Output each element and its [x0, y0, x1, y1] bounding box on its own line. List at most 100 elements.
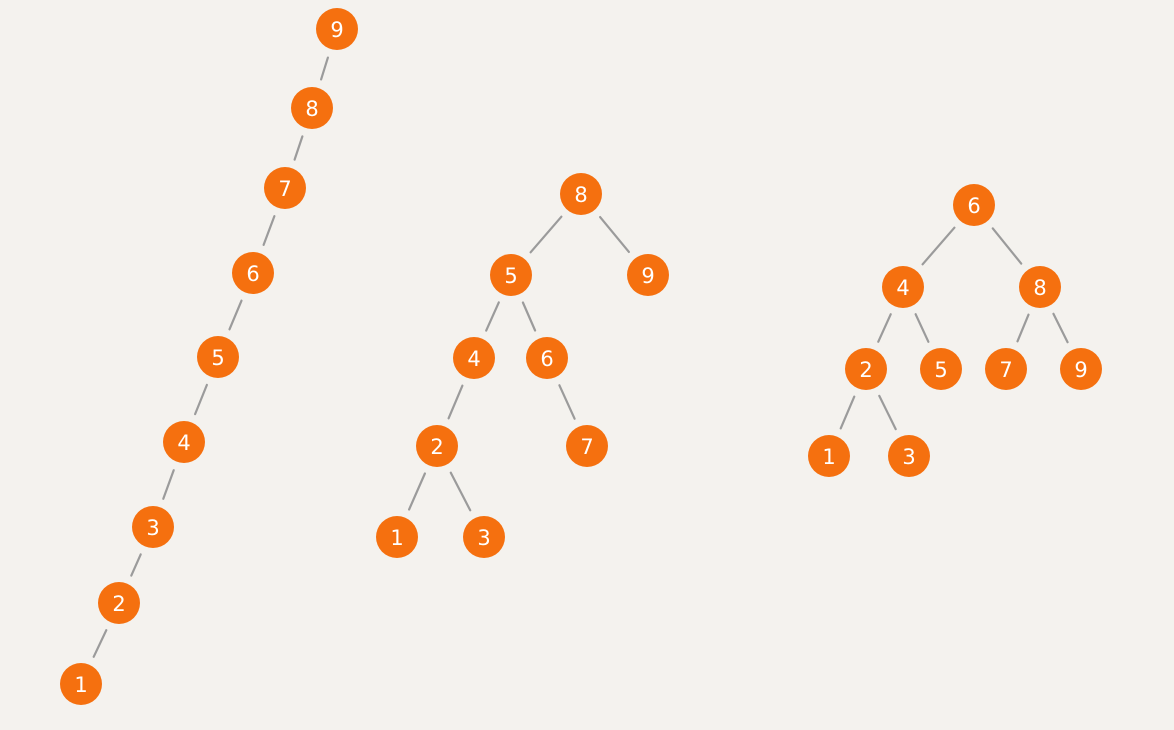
- node-label: 3: [477, 526, 490, 550]
- node-label: 9: [330, 18, 343, 42]
- node-circle: [566, 425, 608, 467]
- tree-node-7: 7: [264, 167, 306, 209]
- edge-4-2: [877, 313, 892, 343]
- edge-8-7: [293, 135, 304, 161]
- tree-node-3: 3: [132, 506, 174, 548]
- node-circle: [264, 167, 306, 209]
- tree-node-3: 3: [888, 435, 930, 477]
- node-circle: [845, 348, 887, 390]
- tree-node-5: 5: [920, 348, 962, 390]
- node-label: 3: [146, 516, 159, 540]
- tree-node-2: 2: [845, 348, 887, 390]
- edges-layer: [92, 56, 1069, 658]
- tree-node-6: 6: [232, 252, 274, 294]
- edge-4-2: [447, 384, 464, 420]
- tree-node-5: 5: [197, 336, 239, 378]
- edge-6-8: [991, 227, 1023, 265]
- node-circle: [808, 435, 850, 477]
- tree-node-7: 7: [566, 425, 608, 467]
- tree-node-4: 4: [882, 266, 924, 308]
- tree-node-3: 3: [463, 516, 505, 558]
- node-label: 2: [859, 358, 872, 382]
- node-circle: [888, 435, 930, 477]
- node-circle: [132, 506, 174, 548]
- node-circle: [453, 337, 495, 379]
- node-circle: [376, 516, 418, 558]
- edge-4-5: [914, 313, 930, 343]
- edge-6-5: [228, 299, 243, 331]
- edge-8-9: [1052, 312, 1069, 344]
- node-circle: [490, 254, 532, 296]
- node-circle: [1019, 266, 1061, 308]
- node-label: 9: [641, 264, 654, 288]
- tree-node-9: 9: [1060, 348, 1102, 390]
- node-label: 5: [934, 358, 947, 382]
- node-label: 1: [74, 673, 87, 697]
- node-label: 7: [999, 358, 1012, 382]
- edge-6-7: [558, 384, 576, 420]
- node-circle: [163, 421, 205, 463]
- node-label: 6: [246, 262, 259, 286]
- tree-node-8: 8: [291, 87, 333, 129]
- edge-4-3: [162, 469, 175, 500]
- node-circle: [60, 663, 102, 705]
- tree-node-6: 6: [526, 337, 568, 379]
- edge-6-4: [921, 226, 956, 266]
- node-circle: [526, 337, 568, 379]
- node-label: 7: [580, 435, 593, 459]
- node-label: 2: [430, 435, 443, 459]
- edge-5-4: [485, 301, 500, 332]
- edge-2-1: [408, 472, 426, 511]
- edge-2-1: [92, 629, 108, 658]
- node-circle: [920, 348, 962, 390]
- tree-node-9: 9: [627, 254, 669, 296]
- tree-node-1: 1: [60, 663, 102, 705]
- tree-node-4: 4: [453, 337, 495, 379]
- node-circle: [560, 173, 602, 215]
- tree-node-7: 7: [985, 348, 1027, 390]
- node-label: 4: [896, 276, 909, 300]
- node-label: 4: [177, 431, 190, 455]
- node-label: 5: [504, 264, 517, 288]
- node-circle: [416, 425, 458, 467]
- nodes-layer: 9 8 7 6 5 4 3 2 1 8 5 9 4 6 2 7 1 3 6 4 8 2 5 7 9 1 3: [60, 8, 1102, 705]
- node-circle: [291, 87, 333, 129]
- node-label: 2: [112, 592, 125, 616]
- node-label: 5: [211, 346, 224, 370]
- node-circle: [1060, 348, 1102, 390]
- node-label: 8: [305, 97, 318, 121]
- node-label: 9: [1074, 358, 1087, 382]
- node-label: 4: [467, 347, 480, 371]
- node-label: 3: [902, 445, 915, 469]
- node-label: 7: [278, 177, 291, 201]
- tree-node-8: 8: [560, 173, 602, 215]
- edge-2-3: [449, 471, 472, 512]
- node-circle: [232, 252, 274, 294]
- node-circle: [463, 516, 505, 558]
- edge-7-6: [262, 215, 276, 246]
- edge-8-5: [529, 215, 563, 254]
- edge-8-7: [1016, 313, 1030, 343]
- node-label: 1: [822, 445, 835, 469]
- edge-5-6: [521, 301, 537, 332]
- tree-node-2: 2: [98, 582, 140, 624]
- node-circle: [98, 582, 140, 624]
- node-label: 8: [1033, 276, 1046, 300]
- tree-node-1: 1: [808, 435, 850, 477]
- edge-5-4: [194, 383, 208, 416]
- tree-node-5: 5: [490, 254, 532, 296]
- node-label: 8: [574, 183, 587, 207]
- edge-2-3: [878, 394, 897, 431]
- node-circle: [882, 266, 924, 308]
- tree-node-2: 2: [416, 425, 458, 467]
- tree-node-8: 8: [1019, 266, 1061, 308]
- node-circle: [627, 254, 669, 296]
- node-label: 1: [390, 526, 403, 550]
- node-circle: [197, 336, 239, 378]
- edge-9-8: [320, 56, 329, 81]
- tree-node-9: 9: [316, 8, 358, 50]
- tree-node-6: 6: [953, 184, 995, 226]
- node-circle: [953, 184, 995, 226]
- node-label: 6: [967, 194, 980, 218]
